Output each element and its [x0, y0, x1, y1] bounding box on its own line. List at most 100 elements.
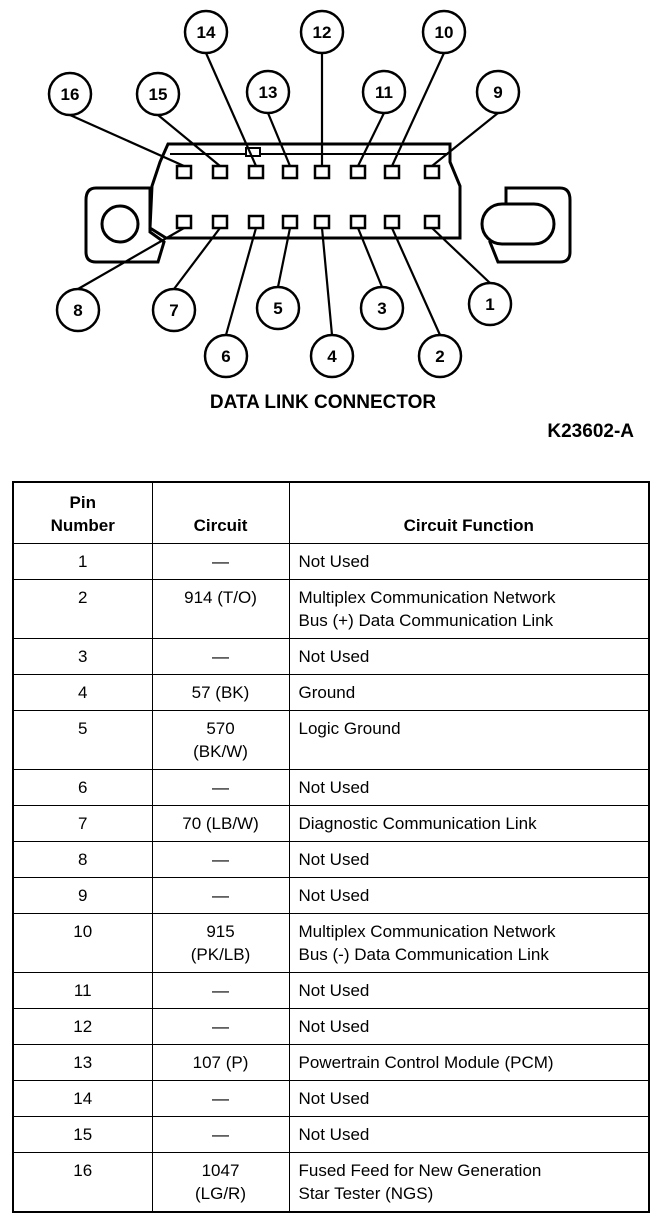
callout-circle — [417, 333, 463, 379]
pin-callout: 10 — [421, 9, 467, 55]
bottom-pin-socket — [313, 214, 331, 230]
top-pin-socket — [423, 164, 441, 180]
table-row: 6—Not Used — [12, 769, 650, 806]
leader-line — [431, 112, 499, 167]
circuit-cell: — — [151, 877, 290, 914]
pin-callout: 15 — [135, 71, 181, 117]
leader-line — [69, 113, 185, 168]
callout-circle — [299, 9, 345, 55]
callout-circle — [467, 281, 513, 327]
connector-body — [84, 142, 572, 264]
circuit-function-cell: Not Used — [288, 1116, 650, 1153]
leader-line — [266, 112, 292, 167]
pin-number-cell: 7 — [12, 805, 153, 842]
callout-circle — [361, 69, 407, 115]
leader-line — [157, 114, 221, 167]
table-row: 11—Not Used — [12, 972, 650, 1009]
callout-circle — [135, 71, 181, 117]
circuit-function-cell: Not Used — [288, 972, 650, 1009]
table-row: 12—Not Used — [12, 1008, 650, 1045]
callout-number: 9 — [493, 83, 502, 102]
pin-callout: 14 — [183, 9, 229, 55]
callout-number: 7 — [169, 301, 178, 320]
bottom-pin-socket — [281, 214, 299, 230]
top-pin-socket — [247, 164, 265, 180]
circuit-cell: — — [151, 638, 290, 675]
pin-callout: 9 — [475, 69, 521, 115]
circuit-function-cell: Diagnostic Communication Link — [288, 805, 650, 842]
bottom-pin-socket — [247, 214, 265, 230]
table-row: 8—Not Used — [12, 841, 650, 878]
top-pin-socket — [281, 164, 299, 180]
table-row: 3—Not Used — [12, 638, 650, 675]
leader-line — [356, 227, 384, 288]
bottom-pin-socket — [383, 214, 401, 230]
callout-circle — [475, 69, 521, 115]
pin-number-cell: 3 — [12, 638, 153, 675]
top-pin-socket — [349, 164, 367, 180]
circuit-function-cell: Not Used — [288, 877, 650, 914]
leader-line — [173, 227, 221, 290]
circuit-cell: 57 (BK) — [151, 674, 290, 711]
callout-number: 13 — [259, 83, 278, 102]
circuit-function-cell: Not Used — [288, 543, 650, 580]
pin-callout: 1 — [467, 281, 513, 327]
circuit-cell: — — [151, 1080, 290, 1117]
callout-number: 6 — [221, 347, 230, 366]
circuit-cell: — — [151, 1116, 290, 1153]
leader-lines — [69, 52, 499, 336]
bottom-pin-socket — [423, 214, 441, 230]
circuit-cell: 914 (T/O) — [151, 579, 290, 639]
callout-circle — [359, 285, 405, 331]
leader-line — [224, 227, 258, 336]
pin-number-cell: 1 — [12, 543, 153, 580]
callout-number: 8 — [73, 301, 82, 320]
circuit-cell: 1047 (LG/R) — [151, 1152, 290, 1213]
pin-number-cell: 12 — [12, 1008, 153, 1045]
circuit-cell: 570 (BK/W) — [151, 710, 290, 770]
callout-number: 4 — [327, 347, 337, 366]
circuit-cell: — — [151, 841, 290, 878]
circuit-function-cell: Powertrain Control Module (PCM) — [288, 1044, 650, 1081]
pin-number-cell: 6 — [12, 769, 153, 806]
pin-callout: 2 — [417, 333, 463, 379]
header-circuit: Circuit — [151, 481, 290, 544]
callout-number: 12 — [313, 23, 332, 42]
callout-number: 3 — [377, 299, 386, 318]
bottom-pin-socket — [349, 214, 367, 230]
callout-circle — [47, 71, 93, 117]
callout-circle — [255, 285, 301, 331]
callout-number: 14 — [197, 23, 216, 42]
header-circuit-function: Circuit Function — [288, 481, 650, 544]
callout-circle — [309, 333, 355, 379]
table-row: 15—Not Used — [12, 1116, 650, 1153]
top-pin-socket — [211, 164, 229, 180]
callout-number: 15 — [149, 85, 168, 104]
circuit-function-cell: Ground — [288, 674, 650, 711]
bottom-pin-socket — [211, 214, 229, 230]
circuit-function-cell: Logic Ground — [288, 710, 650, 770]
pin-number-cell: 10 — [12, 913, 153, 973]
leader-line — [204, 52, 258, 167]
pin-callout: 12 — [299, 9, 345, 55]
callout-circle — [151, 287, 197, 333]
pin-number-cell: 5 — [12, 710, 153, 770]
pin-callout: 4 — [309, 333, 355, 379]
circuit-function-cell: Not Used — [288, 841, 650, 878]
table-header-row: Pin Number Circuit Circuit Function — [12, 481, 650, 544]
pin-callout: 5 — [255, 285, 301, 331]
pin-number-cell: 11 — [12, 972, 153, 1009]
pin-number-cell: 2 — [12, 579, 153, 639]
callout-number: 2 — [435, 347, 444, 366]
diagram-title: DATA LINK CONNECTOR — [210, 392, 437, 413]
callout-circle — [183, 9, 229, 55]
header-pin-number: Pin Number — [12, 481, 153, 544]
circuit-function-cell: Not Used — [288, 1008, 650, 1045]
